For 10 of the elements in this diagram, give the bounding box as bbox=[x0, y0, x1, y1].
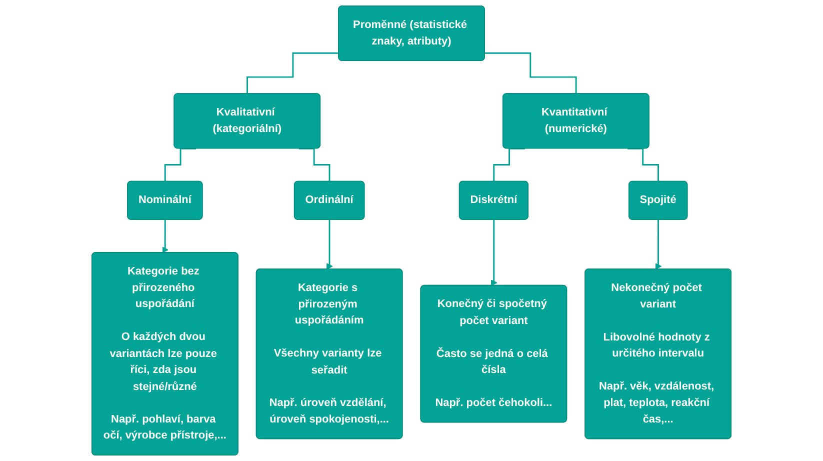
connector bbox=[484, 52, 577, 95]
connector bbox=[164, 148, 196, 182]
arrow bbox=[490, 219, 498, 286]
connector bbox=[298, 148, 330, 182]
arrow bbox=[326, 219, 333, 270]
arrow bbox=[655, 219, 662, 270]
arrow bbox=[162, 219, 168, 254]
connector bbox=[493, 148, 525, 182]
connector bbox=[246, 52, 339, 95]
connector bbox=[628, 148, 660, 182]
